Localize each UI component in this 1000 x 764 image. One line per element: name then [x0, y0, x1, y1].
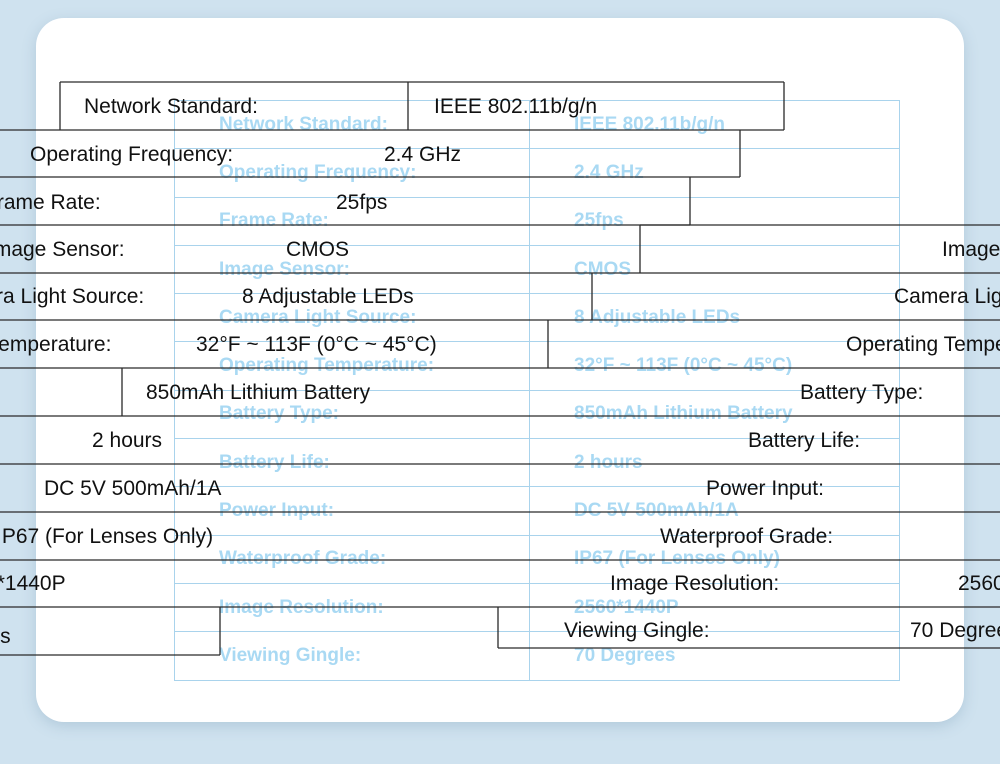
table-row: Network Standard:IEEE 802.11b/g/n: [174, 99, 900, 150]
spec-value: 2 hours: [92, 429, 162, 452]
spec-value: 2.4 GHz: [384, 143, 461, 166]
spec-table: Network Standard:IEEE 802.11b/g/n Operat…: [174, 99, 900, 681]
spec-value-ghost: 2 hours: [529, 438, 900, 488]
spec-value-ghost: 70 Degrees: [529, 631, 900, 681]
spec-label: Image Sensor:: [942, 238, 1000, 261]
spec-value: 70 Degrees: [910, 619, 1000, 642]
table-row: Operating Frequency:2.4 GHz: [174, 148, 900, 198]
spec-value: 2560*1440P: [0, 572, 66, 595]
spec-label: Frame Rate:: [0, 191, 101, 214]
spec-label: Network Standard:: [84, 95, 258, 118]
spec-label: Battery Life:: [748, 429, 860, 452]
spec-label: Camera Light Source:: [894, 285, 1000, 308]
spec-value: 70 Degrees: [0, 625, 11, 648]
table-row: Battery Type:850mAh Lithium Battery: [174, 389, 900, 440]
spec-value: IEEE 802.11b/g/n: [434, 95, 597, 118]
table-row: Battery Life:2 hours: [174, 438, 900, 488]
spec-value: 8 Adjustable LEDs: [242, 285, 414, 308]
spec-value: 25fps: [336, 191, 387, 214]
table-row: Waterproof Grade:IP67 (For Lenses Only): [174, 534, 900, 584]
spec-label-ghost: Camera Light Source:: [174, 293, 530, 343]
spec-card: Network Standard:IEEE 802.11b/g/n Operat…: [36, 18, 964, 722]
spec-label-ghost: Waterproof Grade:: [174, 534, 530, 584]
spec-value: 2560*1440P: [958, 572, 1000, 595]
spec-value-ghost: DC 5V 500mAh/1A: [529, 486, 900, 536]
spec-label-ghost: Battery Type:: [174, 389, 530, 440]
spec-label: Image Resolution:: [610, 572, 779, 595]
table-row: Viewing Gingle:70 Degrees: [174, 631, 900, 681]
table-row: Frame Rate:25fps: [174, 196, 900, 246]
spec-label-ghost: Operating Frequency:: [174, 148, 530, 198]
spec-label: Waterproof Grade:: [660, 525, 833, 548]
spec-value-ghost: 25fps: [529, 196, 900, 246]
spec-label: Power Input:: [706, 477, 824, 500]
spec-label-ghost: Power Input:: [174, 486, 530, 536]
spec-value: 32°F ~ 113F (0°C ~ 45°C): [196, 333, 437, 356]
spec-label: Battery Type:: [800, 381, 923, 404]
spec-value-ghost: 2.4 GHz: [529, 148, 900, 198]
spec-label-ghost: Viewing Gingle:: [174, 631, 530, 681]
spec-value: 850mAh Lithium Battery: [146, 381, 371, 404]
spec-value-ghost: 8 Adjustable LEDs: [529, 293, 900, 343]
spec-value: DC 5V 500mAh/1A: [44, 477, 221, 500]
table-row: Operating Temperature:32°F ~ 113F (0°C ~…: [174, 341, 900, 391]
spec-label: Operating Frequency:: [30, 143, 233, 166]
spec-value-ghost: IEEE 802.11b/g/n: [529, 99, 900, 150]
overlay-lines: [0, 81, 1000, 656]
spec-label: Image Sensor:: [0, 238, 125, 261]
spec-value-ghost: IP67 (For Lenses Only): [529, 534, 900, 584]
spec-label-ghost: Operating Temperature:: [174, 341, 530, 391]
spec-label-ghost: Battery Life:: [174, 438, 530, 488]
table-row: Power Input:DC 5V 500mAh/1A: [174, 486, 900, 536]
table-row: Image Sensor:CMOS: [174, 244, 900, 295]
spec-value: IP67 (For Lenses Only): [0, 525, 213, 548]
spec-label: Operating Temperature:: [846, 333, 1000, 356]
spec-label-ghost: Image Sensor:: [174, 244, 530, 295]
spec-label: Camera Light Source:: [0, 285, 144, 308]
spec-label: Viewing Gingle:: [564, 619, 710, 642]
spec-value-ghost: 850mAh Lithium Battery: [529, 389, 900, 440]
spec-label: Operating Temperature:: [0, 333, 111, 356]
spec-value: CMOS: [286, 238, 349, 261]
table-row: Camera Light Source:8 Adjustable LEDs: [174, 293, 900, 343]
spec-label-ghost: Frame Rate:: [174, 196, 530, 246]
spec-value-ghost: 32°F ~ 113F (0°C ~ 45°C): [529, 341, 900, 391]
